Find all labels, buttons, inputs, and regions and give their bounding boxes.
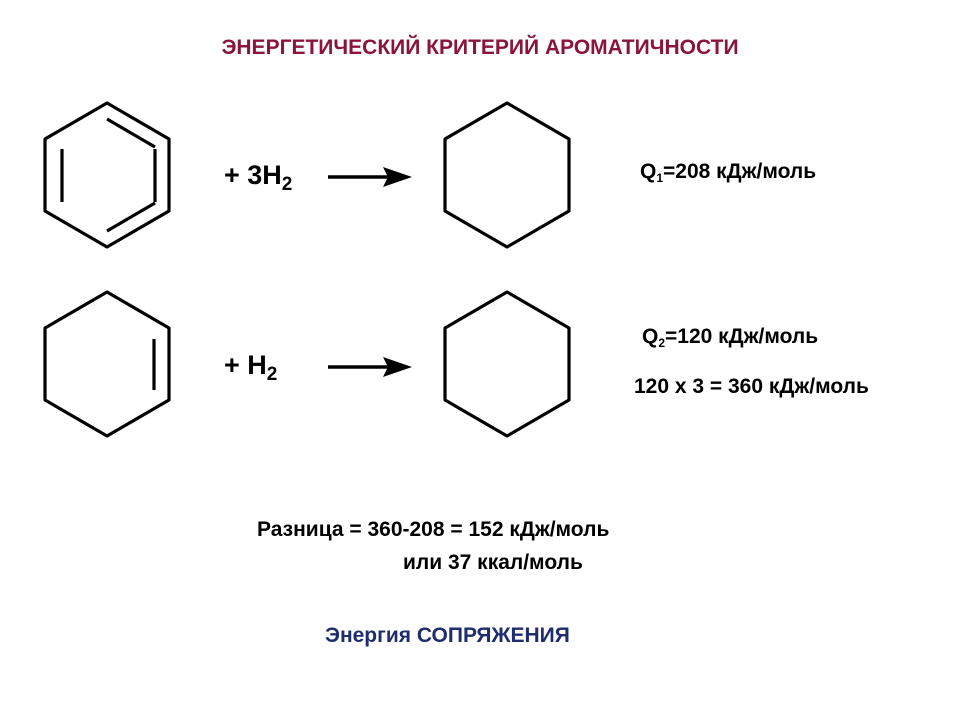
reagent-formula: + H bbox=[224, 350, 267, 380]
reagent-subscript: 2 bbox=[266, 364, 278, 385]
cyclohexane-structure-icon bbox=[443, 290, 571, 438]
heat-label: Q1=208 кДж/моль bbox=[640, 160, 816, 185]
reaction-arrow-icon bbox=[328, 357, 412, 377]
benzene-structure-icon bbox=[43, 101, 171, 249]
cyclohexane-structure-icon bbox=[443, 101, 571, 249]
heat-subscript: 2 bbox=[658, 336, 666, 350]
reagent-formula: + 3H bbox=[224, 160, 282, 190]
heat-label: Q2=120 кДж/моль bbox=[642, 325, 818, 350]
reagent-label: + 3H2 bbox=[224, 160, 292, 196]
cyclohexene-structure-icon bbox=[43, 290, 171, 438]
heat-value: =208 кДж/моль bbox=[663, 160, 817, 183]
reagent-label: + H2 bbox=[224, 350, 277, 386]
conjugation-energy-label: Энергия СОПРЯЖЕНИЯ bbox=[325, 624, 570, 647]
page-title: ЭНЕРГЕТИЧЕСКИЙ КРИТЕРИЙ АРОМАТИЧНОСТИ bbox=[221, 36, 739, 59]
difference-alt-text: или 37 ккал/моль bbox=[403, 551, 583, 574]
heat-symbol: Q bbox=[640, 160, 657, 183]
reaction-arrow-icon bbox=[328, 167, 412, 187]
reagent-subscript: 2 bbox=[281, 174, 293, 195]
scaled-heat: 120 х 3 = 360 кДж/моль bbox=[634, 375, 869, 398]
heat-value: =120 кДж/моль bbox=[665, 325, 819, 348]
heat-subscript: 1 bbox=[656, 171, 664, 185]
difference-text: Разница = 360-208 = 152 кДж/моль bbox=[257, 518, 610, 541]
heat-symbol: Q bbox=[642, 325, 659, 348]
